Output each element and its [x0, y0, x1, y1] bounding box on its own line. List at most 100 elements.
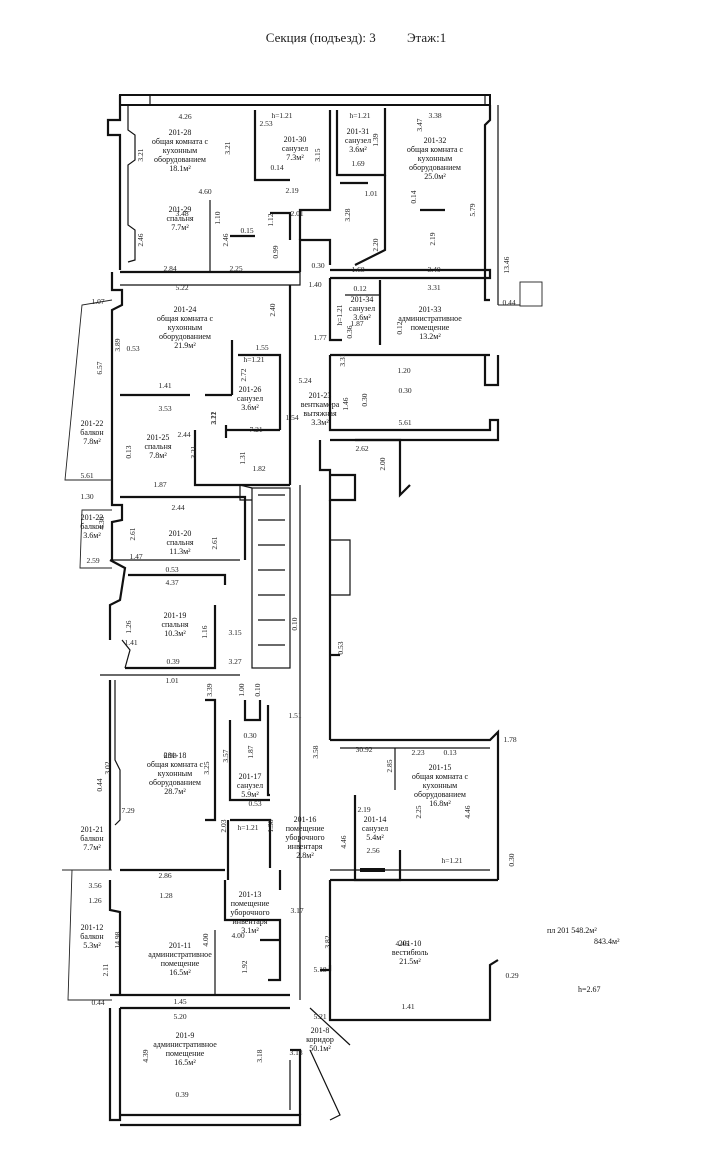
dimension-label: 1.07	[91, 297, 104, 306]
room-label-line: 3.3м²	[311, 418, 329, 427]
dimension-label: 4.37	[165, 578, 178, 587]
room-label-line: 16.8м²	[429, 799, 451, 808]
dimension-label: 1.28	[159, 891, 172, 900]
dimension-label: 3.21	[136, 148, 145, 161]
dimension-label: 1.30	[80, 492, 93, 501]
dimension-label: 5.61	[80, 471, 93, 480]
room-label-line: 10.3м²	[164, 629, 186, 638]
room-label-line: санузел	[349, 304, 375, 313]
dimension-label: 2.53	[259, 119, 272, 128]
dimension-label: 14.98	[113, 931, 122, 948]
plan-header: Секция (подъезд): 3 Этаж:1	[0, 30, 712, 46]
dimension-label: 0.39	[166, 657, 179, 666]
dimension-label: 2.00	[378, 457, 387, 470]
dimension-label: 1.54	[285, 413, 298, 422]
dimension-label: 5.79	[468, 203, 477, 216]
dimension-label: 0.53	[336, 641, 345, 654]
dimension-label: 2.56	[366, 846, 379, 855]
dimension-label: 0.30	[398, 386, 411, 395]
dimension-label: 4.46	[339, 835, 348, 848]
room-label-line: 201-22	[81, 513, 104, 522]
room-label-line: 7.7м²	[83, 843, 101, 852]
dimension-label: 1.92	[240, 960, 249, 973]
room-label-line: общая комната с	[157, 314, 214, 323]
room-label-line: 11.3м²	[169, 547, 191, 556]
room-label-line: помещение	[161, 959, 200, 968]
dimension-label: 7.21	[249, 425, 262, 434]
dimension-label: 0.44	[95, 778, 104, 791]
room-label-line: 201-21	[81, 825, 104, 834]
room-label-line: 3.6м²	[353, 313, 371, 322]
room-label-line: 201-17	[239, 772, 262, 781]
room-label-line: административное	[148, 950, 212, 959]
dimension-label: 3.02	[103, 761, 112, 774]
dimension-label: 3.89	[113, 338, 122, 351]
room-label-line: инвентаря	[233, 917, 268, 926]
dimension-label: 0.30	[311, 261, 324, 270]
room-label-line: уборочного	[230, 908, 269, 917]
dimension-label: 3.31	[427, 283, 440, 292]
room-label-line: помещение	[166, 1049, 205, 1058]
room-label-line: 28.7м²	[164, 787, 186, 796]
dimension-label: 0.15	[240, 226, 253, 235]
room-label-line: 201-9	[176, 1031, 195, 1040]
dimension-label: 1.16	[200, 625, 209, 638]
room-label-line: общая комната с	[407, 145, 464, 154]
dimension-label: 1.45	[173, 997, 186, 1006]
dimension-label: 4.46	[463, 805, 472, 818]
dimension-label: 2.19	[357, 805, 370, 814]
dimension-label: 2.01	[290, 209, 303, 218]
dimension-label: 1.26	[124, 620, 133, 633]
dimension-label: 3.56	[88, 881, 101, 890]
room-label-line: общая комната с	[147, 760, 204, 769]
dimension-label: 1.41	[401, 1002, 414, 1011]
room-label-line: оборудованием	[409, 163, 461, 172]
dimension-label: 2.46	[136, 233, 145, 246]
dimension-label: 1.10	[213, 211, 222, 224]
room-label-line: 201-10	[399, 939, 422, 948]
room-label-line: балкон	[80, 834, 104, 843]
dimension-label: 1.87	[350, 319, 363, 328]
dimension-label: h=1.21	[441, 856, 462, 865]
dimension-label: 2.44	[177, 430, 190, 439]
room-label-line: балкон	[80, 428, 104, 437]
room-label-line: 201-33	[419, 305, 442, 314]
room-label-line: административное	[153, 1040, 217, 1049]
dimension-label: 1.68	[351, 265, 364, 274]
dimension-label: 1.82	[252, 464, 265, 473]
room-label-line: 201-31	[347, 127, 370, 136]
room-label-line: 201-23	[309, 391, 332, 400]
room-label-line: 3.6м²	[241, 403, 259, 412]
dimension-label: 3.82	[323, 935, 332, 948]
room-label-line: коридор	[306, 1035, 334, 1044]
dimension-label: 1.87	[246, 745, 255, 758]
room-label-line: спальня	[166, 214, 193, 223]
room-label-line: кухонным	[423, 781, 457, 790]
dimension-label: 0.44	[91, 998, 104, 1007]
room-label-line: административное	[398, 314, 462, 323]
room-label-line: 201-11	[169, 941, 191, 950]
dimension-label: 1.38	[266, 819, 275, 832]
dimension-label: 2.46	[221, 233, 230, 246]
dimension-label: 0.30	[507, 853, 516, 866]
dimension-label: 0.10	[253, 683, 262, 696]
dimension-label: 6.98	[163, 751, 176, 760]
dimension-label: 0.39	[175, 1090, 188, 1099]
room-label-line: 7.7м²	[171, 223, 189, 232]
room-label-line: 201-24	[174, 305, 197, 314]
room-label-line: помещение	[286, 824, 325, 833]
dimension-label: 2.11	[101, 963, 110, 976]
